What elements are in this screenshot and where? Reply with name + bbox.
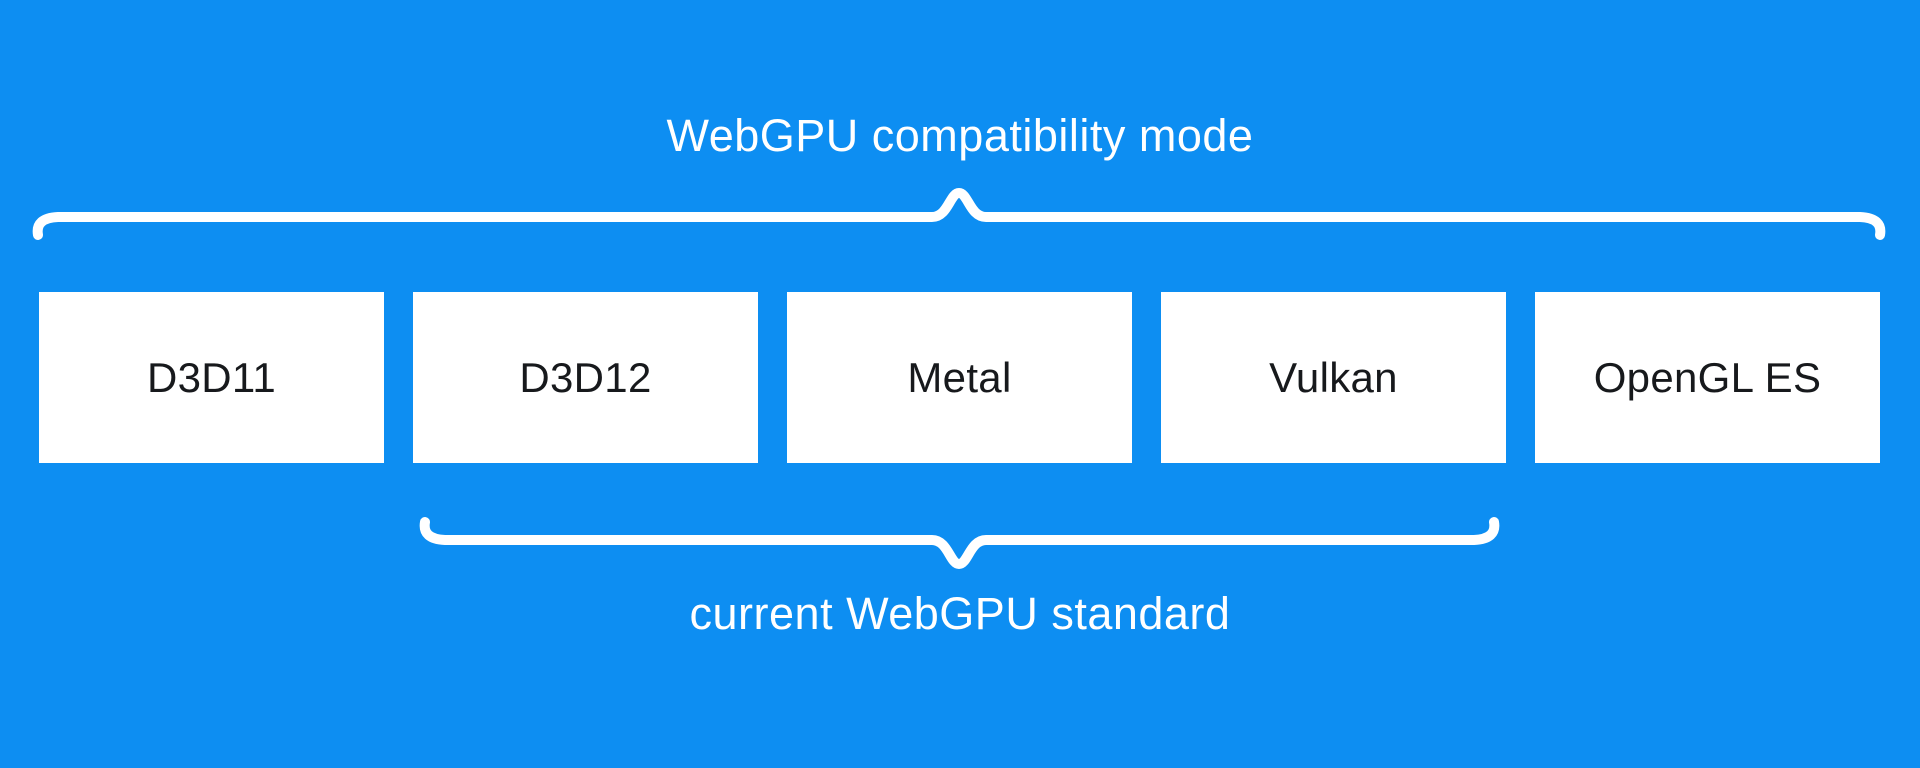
bottom-brace-icon xyxy=(419,517,1500,569)
api-box-label: OpenGL ES xyxy=(1593,353,1822,401)
bottom-brace-label: current WebGPU standard xyxy=(689,588,1231,639)
api-box-label: D3D11 xyxy=(146,353,277,401)
api-box-label: Vulkan xyxy=(1269,353,1398,401)
api-box-d3d12: D3D12 xyxy=(413,292,758,463)
api-box-d3d11: D3D11 xyxy=(39,292,384,463)
api-box-opengl-es: OpenGL ES xyxy=(1535,292,1880,463)
api-box-label: Metal xyxy=(907,353,1012,401)
api-box-metal: Metal xyxy=(787,292,1132,463)
api-box-label: D3D12 xyxy=(519,353,652,401)
api-box-vulkan: Vulkan xyxy=(1161,292,1506,463)
top-brace-label: WebGPU compatibility mode xyxy=(666,110,1254,161)
top-brace-icon xyxy=(32,188,1886,240)
api-boxes-row: D3D11 D3D12 Metal Vulkan OpenGL ES xyxy=(39,292,1880,463)
